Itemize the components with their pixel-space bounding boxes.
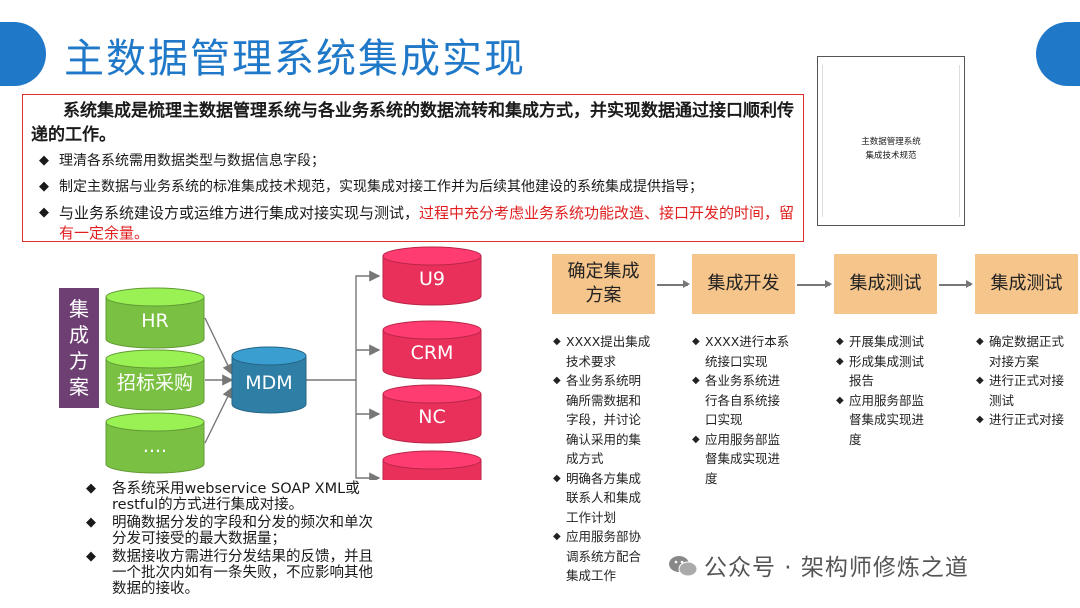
cylinder-body <box>382 329 482 380</box>
step-detail-item: ◆各业务系统进行各自系统接口实现 <box>692 373 781 427</box>
step-detail-item: ◆应用服务部监督集成实现进度 <box>692 431 781 486</box>
cylinder-label: MDM <box>245 372 292 394</box>
intro-box: 系统集成是梳理主数据管理系统与各业务系统的数据流转和集成方式，并实现数据通过接口… <box>22 94 804 242</box>
mdm-hub: MDM <box>231 346 307 414</box>
intro-bullet: ◆理清各系统需用数据类型与数据信息字段； <box>39 153 325 169</box>
note-item: ◆各系统采用webservice SOAP XML或restful的方式进行集成… <box>86 481 360 513</box>
target-system-1: U9 <box>382 246 482 306</box>
step-detail-item: ◆进行正式对接 <box>976 410 1076 430</box>
diamond-bullet-icon: ◆ <box>976 336 984 347</box>
integration-notes: ◆各系统采用webservice SOAP XML或restful的方式进行集成… <box>86 481 386 599</box>
step-detail-item: ◆进行正式对接测试 <box>976 373 1065 408</box>
header-tab-left <box>0 22 52 86</box>
diamond-bullet-icon: ◆ <box>692 336 700 347</box>
cylinder-label: NC <box>418 406 445 428</box>
cylinder-body <box>105 358 205 411</box>
step-4-details: ◆确定数据正式对接方案 ◆进行正式对接测试 ◆进行正式对接 <box>976 332 1076 430</box>
cylinder-label: U9 <box>419 268 445 290</box>
intro-bullet-warning: 过程中充分考虑业务系统功能改造、接口开发的时间，留有一定余量。 <box>59 204 795 242</box>
step-detail-item: ◆形成集成测试报告 <box>836 353 925 389</box>
watermark: 公众号 · 架构师修炼之道 <box>668 548 969 582</box>
step-arrow <box>939 281 973 287</box>
cylinder-cap <box>105 349 205 369</box>
cylinder-label: HR <box>141 310 169 332</box>
diagram-connectors <box>204 270 381 480</box>
step-box-4: 集成测试 <box>975 254 1078 314</box>
diamond-bullet-icon: ◆ <box>86 515 96 530</box>
step-1-details: ◆XXXX提出集成技术要求 ◆各业务系统明确所需数据和字段，并讨论确认采用的集成… <box>553 332 653 586</box>
diamond-bullet-icon: ◆ <box>692 375 700 386</box>
wechat-icon <box>669 556 698 577</box>
diamond-bullet-icon: ◆ <box>976 375 984 386</box>
step-detail-item: ◆XXXX提出集成技术要求 <box>553 334 651 369</box>
cylinder-body <box>105 421 205 474</box>
diamond-bullet-icon: ◆ <box>39 179 49 194</box>
diamond-bullet-icon: ◆ <box>553 336 561 347</box>
integration-plan-label: 集成方案 <box>59 288 99 408</box>
source-system-3: .... <box>105 412 205 474</box>
step-detail-item: ◆明确各方集成联系人和集成工作计划 <box>553 470 642 525</box>
cylinder-body <box>382 393 482 444</box>
page-title: 主数据管理系统集成实现 <box>64 36 526 82</box>
cylinder-cap <box>105 412 205 432</box>
step-2-details: ◆XXXX进行本系统接口实现 ◆各业务系统进行各自系统接口实现 ◆应用服务部监督… <box>692 332 792 488</box>
cylinder-body <box>231 355 307 414</box>
step-detail-item: ◆确定数据正式对接方案 <box>976 334 1065 369</box>
diamond-bullet-icon: ◆ <box>553 472 561 484</box>
diamond-bullet-icon: ◆ <box>692 433 700 445</box>
diamond-bullet-icon: ◆ <box>553 375 561 386</box>
step-3-details: ◆开展集成测试 ◆形成集成测试报告 ◆应用服务部监督集成实现进度 <box>836 332 936 449</box>
diamond-bullet-icon: ◆ <box>836 336 844 347</box>
step-box-3: 集成测试 <box>834 254 937 314</box>
cylinder-body <box>105 296 205 349</box>
document-thumbnail: 主数据管理系统 集成技术规范 <box>817 56 965 226</box>
note-item: ◆数据接收方需进行分发结果的反馈，并且一个批次内如有一条失败，不应影响其他数据的… <box>86 549 373 597</box>
target-system-3: NC <box>382 384 482 444</box>
cylinder-cap <box>231 346 307 366</box>
cylinder-cap <box>382 246 482 266</box>
cylinder-label: 招标采购 <box>117 372 193 394</box>
cylinder-cap <box>382 384 482 404</box>
diamond-bullet-icon: ◆ <box>553 531 561 542</box>
step-detail-item: ◆应用服务部监督集成实现进度 <box>836 392 925 447</box>
cylinder-label: CRM <box>411 342 454 364</box>
cylinder-cap <box>382 450 482 470</box>
intro-bullets: ◆理清各系统需用数据类型与数据信息字段； ◆制定主数据与业务系统的标准集成技术规… <box>31 151 795 243</box>
step-box-2: 集成开发 <box>692 254 795 314</box>
diamond-bullet-icon: ◆ <box>86 549 96 564</box>
target-system-2: CRM <box>382 320 482 380</box>
diamond-bullet-icon: ◆ <box>836 355 844 367</box>
cylinder-cap <box>105 287 205 307</box>
step-box-1: 确定集成方案 <box>552 254 655 314</box>
intro-lead: 系统集成是梳理主数据管理系统与各业务系统的数据流转和集成方式，并实现数据通过接口… <box>31 101 794 145</box>
cylinder-cap <box>382 320 482 340</box>
document-title: 主数据管理系统 集成技术规范 <box>861 137 921 161</box>
diamond-bullet-icon: ◆ <box>86 481 96 496</box>
diamond-bullet-icon: ◆ <box>976 414 984 425</box>
step-detail-item: ◆各业务系统明确所需数据和字段，并讨论确认采用的集成方式 <box>553 373 642 466</box>
note-item: ◆明确数据分发的字段和分发的频次和单次分发可接受的最大数据量； <box>86 515 373 547</box>
intro-bullet: ◆与业务系统建设方或运维方进行集成对接实现与测试，过程中充分考虑业务系统功能改造… <box>39 204 795 242</box>
step-detail-item: ◆应用服务部协调系统方配合集成工作 <box>553 529 642 583</box>
step-arrow <box>797 281 832 287</box>
diamond-bullet-icon: ◆ <box>836 394 844 406</box>
header-tab-right <box>1036 22 1080 86</box>
source-system-2: 招标采购 <box>105 349 205 411</box>
source-system-1: HR <box>105 287 205 349</box>
step-detail-item: ◆XXXX进行本系统接口实现 <box>692 334 790 369</box>
cylinder-label: .... <box>420 472 444 480</box>
diamond-bullet-icon: ◆ <box>39 205 49 220</box>
cylinder-body <box>382 255 482 306</box>
diamond-bullet-icon: ◆ <box>39 153 49 168</box>
target-system-4: .... <box>382 450 482 480</box>
intro-bullet: ◆制定主数据与业务系统的标准集成技术规范，实现集成对接工作并为后续其他建设的系统… <box>39 179 703 195</box>
step-arrow <box>657 281 690 287</box>
step-detail-item: ◆开展集成测试 <box>836 332 936 352</box>
cylinder-label: .... <box>143 435 167 457</box>
